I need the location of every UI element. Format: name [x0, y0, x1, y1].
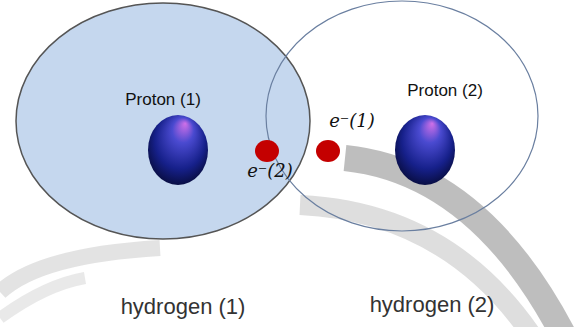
atom-outline [265, 0, 539, 232]
atom-circle: Proton (2)hydrogen (2) [265, 0, 539, 232]
proton-label: Proton (1) [125, 90, 201, 110]
proton-label: Proton (2) [407, 81, 483, 101]
electron-dot [255, 140, 279, 162]
proton-sphere [148, 115, 208, 185]
electron-dot [316, 140, 340, 162]
proton-sphere [395, 115, 455, 185]
atom-label: hydrogen (2) [370, 292, 495, 318]
electron-label: e⁻(2) [247, 160, 293, 181]
atom-label: hydrogen (1) [121, 294, 246, 320]
electron-label: e⁻(1) [329, 110, 375, 131]
